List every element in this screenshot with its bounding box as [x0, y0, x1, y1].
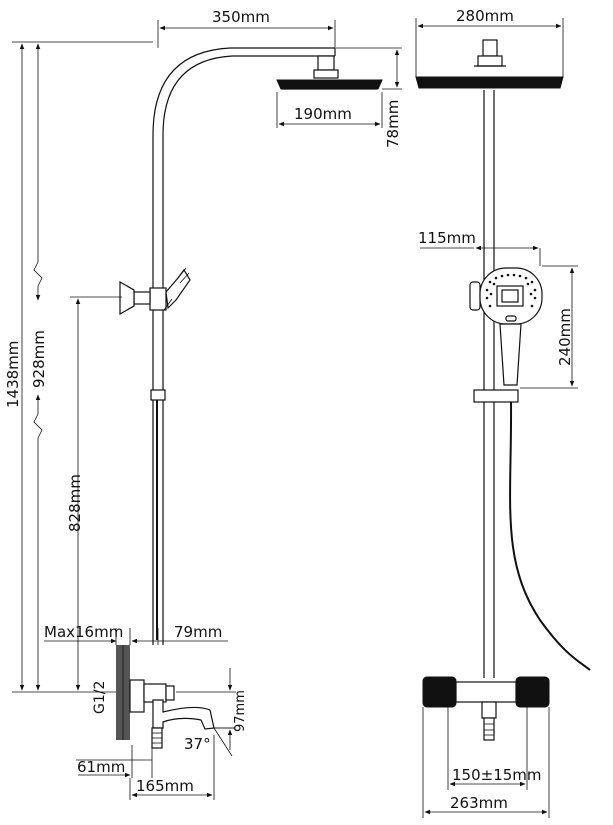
dim-front-handset-height: 240mm [520, 265, 578, 389]
dim-front-head-diameter: 280mm [415, 7, 564, 77]
label-inlet-thread: G1/2 [92, 681, 108, 714]
dim-spout-reach: 165mm [129, 735, 215, 800]
label-front-handset-offset: 115mm [418, 229, 476, 247]
label-wall-gap: Max16mm [44, 623, 123, 641]
dim-side-head-diameter: 190mm [276, 92, 383, 128]
front-view: 280mm 115mm 240mm 150±15mm 263mm [415, 7, 591, 818]
side-view: 350mm 190mm 78mm 1438mm [4, 8, 402, 800]
label-side-head-height: 78mm [384, 100, 402, 148]
dim-wall-gap: Max16mm 79mm [44, 623, 228, 645]
front-overhead-head [415, 39, 564, 89]
dim-front-inlet-spacing: 150±15mm [447, 707, 542, 790]
label-front-head-diameter: 280mm [456, 7, 514, 25]
dim-slide-range: 928mm [30, 43, 48, 691]
front-hand-shower [469, 267, 543, 403]
label-front-inlet-spacing: 150±15mm [452, 766, 542, 784]
dim-side-arm-width: 350mm [157, 8, 336, 48]
label-spout-offset: 79mm [174, 623, 222, 641]
label-spout-height: 97mm [233, 690, 248, 732]
label-total-height: 1438mm [4, 341, 22, 408]
side-overhead-head [276, 55, 383, 90]
label-front-mixer-width: 263mm [450, 794, 508, 812]
label-slide-range: 928mm [30, 330, 48, 388]
dim-side-head-height: 78mm [336, 47, 402, 148]
dim-front-mixer-width: 263mm [422, 707, 550, 818]
label-side-arm-width: 350mm [212, 8, 270, 26]
side-riser-pipe [152, 47, 336, 645]
dim-spout-angle: 37° [184, 727, 234, 757]
side-handset-holder [119, 267, 191, 401]
dim-front-handset-offset: 115mm [418, 229, 541, 266]
label-spout-angle: 37° [184, 735, 211, 753]
dim-total-height: 1438mm [4, 41, 153, 693]
front-hose [509, 401, 591, 671]
dim-inlet-depth: 61mm [76, 745, 153, 778]
label-side-head-diameter: 190mm [294, 105, 352, 123]
label-inlet-depth: 61mm [77, 758, 125, 776]
front-mixer [422, 676, 550, 741]
front-riser-pipe [483, 90, 495, 678]
side-mixer [116, 645, 215, 749]
label-spout-reach: 165mm [136, 777, 194, 795]
label-holder-height: 828mm [66, 474, 84, 532]
dim-holder-height: 828mm [66, 296, 122, 691]
label-front-handset-height: 240mm [556, 308, 574, 366]
